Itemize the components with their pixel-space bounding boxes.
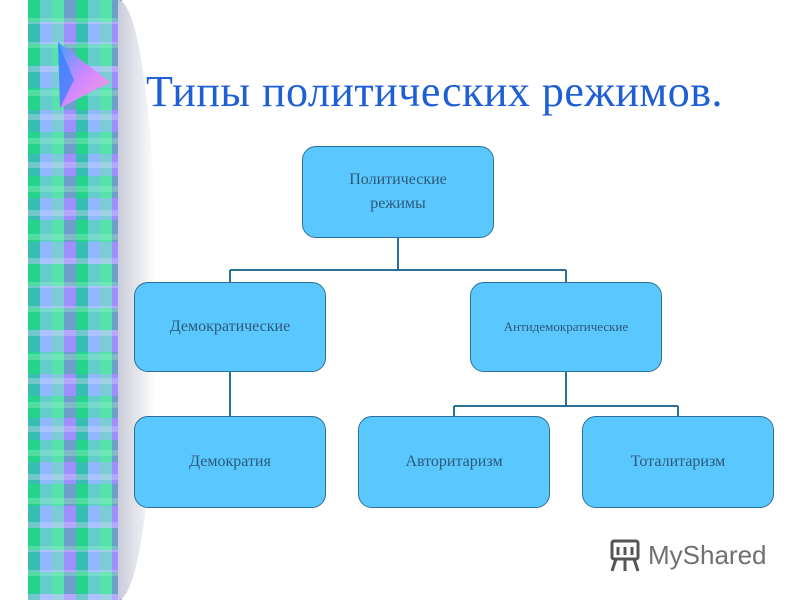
node-authoritarianism-label: Авторитаризм — [405, 453, 503, 470]
node-democratic: Демократические — [134, 282, 326, 372]
watermark: MyShared — [606, 536, 767, 574]
triangle-arrow-icon — [58, 42, 110, 108]
node-political-regimes-label: Политические режимы — [349, 171, 447, 212]
node-totalitarianism: Тоталитаризм — [582, 416, 774, 508]
node-antidemocratic: Антидемократические — [470, 282, 662, 372]
mt-logo-icon — [610, 539, 640, 572]
node-democracy: Демократия — [134, 416, 326, 508]
node-democracy-label: Демократия — [189, 453, 271, 470]
node-antidemocratic-label: Антидемократические — [503, 319, 629, 334]
node-democratic-label: Демократические — [169, 318, 291, 335]
node-totalitarianism-label: Тоталитаризм — [630, 453, 726, 470]
page-title: Типы политических режимов. — [146, 67, 723, 116]
watermark-text: MyShared — [648, 539, 767, 570]
node-political-regimes: Политические режимы — [302, 146, 494, 238]
node-authoritarianism: Авторитаризм — [358, 416, 550, 508]
